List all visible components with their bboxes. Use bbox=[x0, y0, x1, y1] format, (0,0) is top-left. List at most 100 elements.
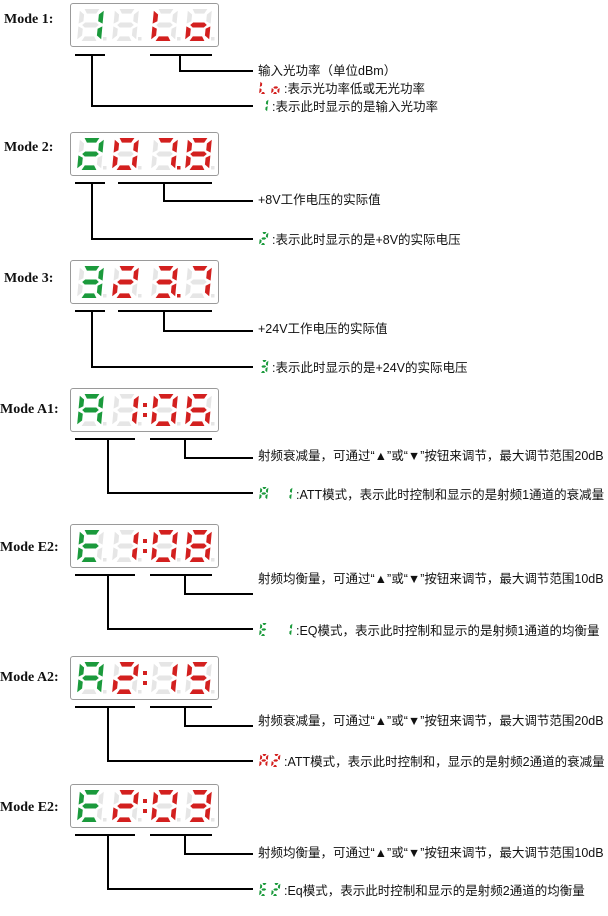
glyph-digits bbox=[259, 487, 293, 500]
segment-b bbox=[206, 663, 212, 677]
segment-c bbox=[204, 411, 211, 425]
segment-f bbox=[78, 139, 85, 153]
value-description: 射频均衡量，可通过“▲”或“▼”按钮来调节，最大调节范围10dB bbox=[258, 572, 604, 586]
segment-f bbox=[272, 82, 274, 87]
segment-c bbox=[289, 494, 292, 500]
segment-e bbox=[151, 411, 157, 425]
digit-1 bbox=[112, 662, 139, 694]
value-description: 射频均衡量，可通过“▲”或“▼”按钮来调节，最大调节范围10dB bbox=[258, 846, 604, 860]
segment-f bbox=[260, 233, 262, 238]
mode-glyph-icon bbox=[258, 231, 270, 250]
colon-dot bbox=[143, 799, 147, 803]
segment-c bbox=[96, 807, 103, 821]
digit-0 bbox=[77, 394, 104, 426]
segment-a bbox=[119, 138, 135, 143]
segment-c bbox=[170, 283, 177, 297]
segment-d bbox=[261, 894, 265, 896]
segment-f bbox=[78, 395, 85, 409]
segment-c bbox=[96, 679, 103, 693]
segment-e bbox=[259, 761, 262, 767]
segment-d bbox=[189, 557, 205, 562]
segment-b bbox=[172, 791, 178, 805]
segment-c bbox=[265, 239, 267, 244]
segment-e bbox=[112, 807, 118, 821]
mode-description: :表示此时显示的是+24V的实际电压 bbox=[258, 359, 468, 378]
segment-c bbox=[277, 88, 280, 94]
segment-d bbox=[189, 36, 205, 41]
leader-mode bbox=[91, 182, 93, 239]
segment-c bbox=[96, 411, 103, 425]
segment-a bbox=[84, 9, 100, 14]
segment-a bbox=[192, 9, 208, 14]
segment-e bbox=[185, 283, 191, 297]
decimal-point bbox=[103, 818, 107, 822]
segment-e bbox=[259, 106, 262, 111]
seven-segment-display bbox=[70, 524, 219, 568]
segment-b bbox=[98, 10, 104, 24]
leader-value bbox=[163, 310, 165, 331]
mode-label: Mode E2: bbox=[0, 800, 59, 815]
segment-b bbox=[98, 791, 104, 805]
underline-value bbox=[118, 310, 212, 312]
segment-f bbox=[78, 531, 85, 545]
segment-g bbox=[82, 675, 99, 681]
segment-b bbox=[133, 791, 139, 805]
colon-dot bbox=[143, 681, 147, 685]
mode-description: :表示此时显示的是输入光功率 bbox=[258, 98, 438, 117]
segment-c bbox=[170, 411, 177, 425]
segment-b bbox=[98, 395, 104, 409]
segment-e bbox=[185, 547, 191, 561]
segment-e bbox=[185, 807, 191, 821]
segment-d bbox=[81, 689, 97, 694]
segment-b bbox=[266, 884, 269, 889]
segment-a bbox=[119, 530, 135, 535]
glyph-digits bbox=[259, 883, 281, 896]
mode-glyph-icon bbox=[258, 359, 270, 378]
segment-a bbox=[262, 232, 267, 234]
segment-digits bbox=[77, 9, 215, 41]
segment-g bbox=[261, 759, 267, 762]
segment-c bbox=[96, 547, 103, 561]
segment-d bbox=[116, 557, 132, 562]
segment-f bbox=[152, 531, 159, 545]
segment-g bbox=[117, 151, 134, 157]
segment-c bbox=[204, 679, 211, 693]
segment-e bbox=[112, 155, 118, 169]
segment-b bbox=[172, 531, 178, 545]
segment-a bbox=[119, 394, 135, 399]
glyph-digit bbox=[259, 623, 267, 636]
segment-e bbox=[77, 547, 83, 561]
mode-description: :Eq模式，表示此时控制和显示的是射频2通道的均衡量 bbox=[258, 882, 608, 901]
segment-e bbox=[259, 367, 262, 372]
value-description: +24V工作电压的实际值 bbox=[258, 322, 388, 336]
low-power-text: :表示光功率低或无光功率 bbox=[284, 81, 425, 96]
segment-a bbox=[158, 394, 174, 399]
segment-e bbox=[185, 155, 191, 169]
segment-g bbox=[156, 22, 173, 28]
segment-e bbox=[112, 547, 118, 561]
segment-b bbox=[98, 531, 104, 545]
segment-a bbox=[84, 266, 100, 271]
segment-a bbox=[263, 81, 267, 83]
leader-value bbox=[179, 54, 181, 71]
decimal-point bbox=[103, 166, 107, 170]
segment-a bbox=[84, 662, 100, 667]
leader-value bbox=[184, 706, 186, 726]
segment-g bbox=[190, 407, 207, 413]
low-power-description: :表示光功率低或无光功率 bbox=[258, 80, 425, 99]
value-description: 输入光功率（单位dBm） bbox=[258, 64, 397, 78]
segment-f bbox=[152, 139, 159, 153]
glyph-digits bbox=[259, 360, 269, 373]
segment-g bbox=[117, 279, 134, 285]
segment-c bbox=[265, 88, 267, 93]
segment-d bbox=[261, 92, 265, 94]
segment-f bbox=[113, 267, 120, 281]
segment-d bbox=[155, 421, 171, 426]
underline-mode-digit bbox=[75, 182, 105, 184]
segment-g bbox=[190, 803, 207, 809]
segment-b bbox=[172, 267, 178, 281]
segment-b bbox=[266, 82, 269, 87]
segment-e bbox=[271, 890, 274, 896]
seven-segment-display bbox=[70, 3, 219, 47]
segment-g bbox=[156, 543, 173, 549]
